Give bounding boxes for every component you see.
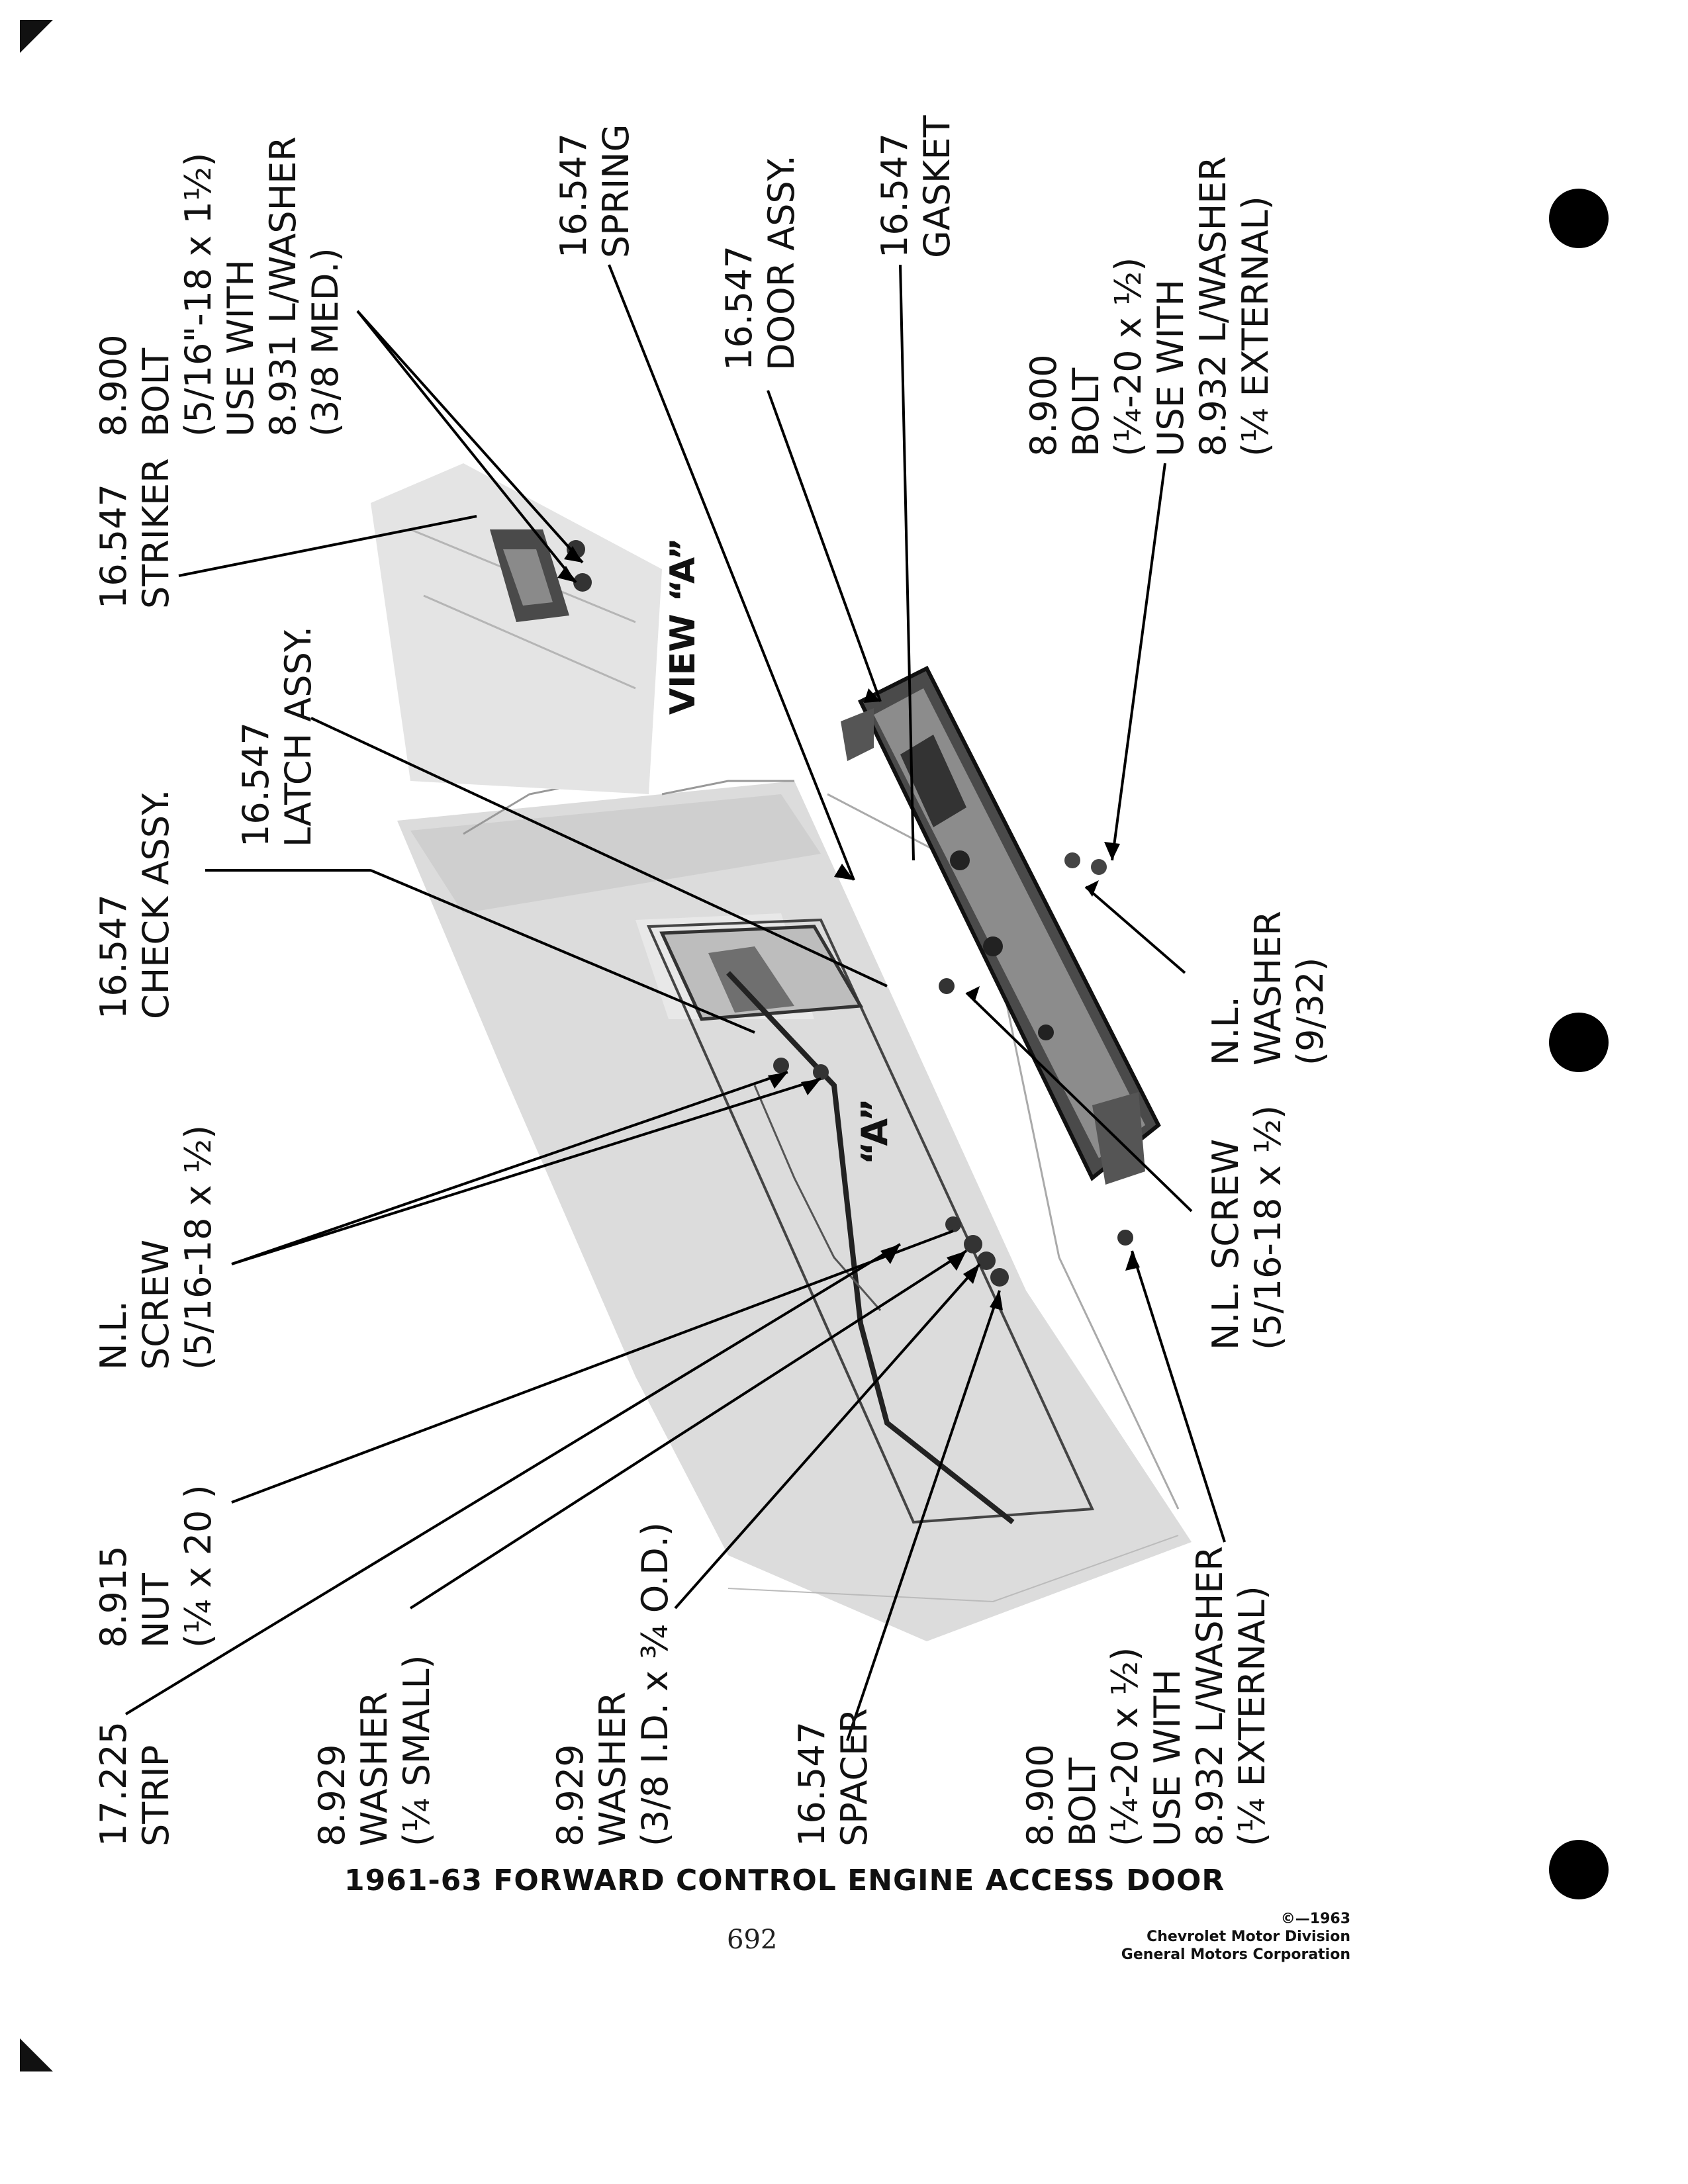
view-a-label: VIEW “A” <box>663 537 703 715</box>
label-screw-right: N.L. SCREW(5/16-18 x ½) <box>1205 1105 1289 1350</box>
page-number: 692 <box>727 1925 778 1955</box>
binder-hole-icon <box>1549 189 1609 248</box>
vehicle-body-drawing <box>397 780 1192 1641</box>
corner-mark-top-icon <box>20 20 53 53</box>
binder-hole-icon <box>1549 1840 1609 1899</box>
label-screw-left: N.L.SCREW(5/16-18 x ½) <box>93 1124 219 1370</box>
label-washer-nl: N.L.WASHER(9/32) <box>1205 911 1331 1066</box>
door-assembly-drawing <box>841 665 1161 1185</box>
detail-a-marker: “A” <box>854 1098 896 1165</box>
view-a-inset-drawing <box>371 463 662 794</box>
corner-mark-bottom-icon <box>20 2038 53 2071</box>
binder-hole-icon <box>1549 1013 1609 1072</box>
leader-lines <box>124 264 1226 1741</box>
copyright-notice: ©—1963 Chevrolet Motor Division General … <box>1121 1911 1350 1963</box>
arrow-heads <box>557 546 1140 1310</box>
hardware-parts <box>773 978 1133 1287</box>
page-title: 1961-63 FORWARD CONTROL ENGINE ACCESS DO… <box>344 1864 1225 1897</box>
